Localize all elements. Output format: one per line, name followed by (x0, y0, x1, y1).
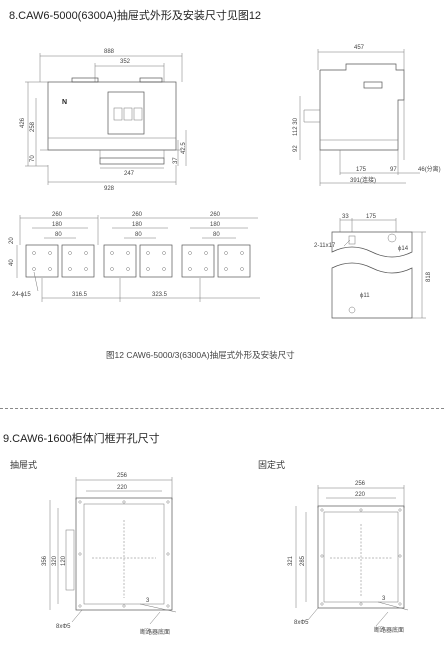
dim-175-mount: 175 (366, 214, 377, 220)
section9-title: 9.CAW6-1600柜体门框开孔尺寸 (3, 433, 160, 445)
dim-316-5: 316.5 (72, 292, 88, 298)
left-dim-220: 220 (117, 485, 128, 491)
dim-97: 97 (390, 167, 397, 173)
left-dim-120: 120 (61, 555, 67, 566)
dim-46: 46(分离) (418, 165, 441, 173)
left-dim-256: 256 (117, 473, 128, 479)
dim-260-c: 260 (210, 212, 221, 218)
left-note: 断路器底面 (140, 628, 170, 636)
right-note: 断路器底面 (374, 626, 404, 634)
side-view (299, 49, 420, 186)
right-dim-285: 285 (300, 555, 306, 566)
figure-caption: 图12 CAW6-5000/3(6300A)抽屉式外形及安装尺寸 (106, 350, 295, 360)
dim-928: 928 (104, 186, 115, 192)
dim-323-5: 323.5 (152, 292, 168, 298)
front-view (25, 53, 187, 185)
dim-80-a: 80 (55, 232, 62, 238)
dim-258: 258 (30, 121, 36, 132)
holes-24: 24-ϕ15 (12, 292, 31, 298)
dim-40: 40 (9, 259, 15, 266)
label-drawout: 抽屉式 (10, 460, 38, 470)
right-dim-256: 256 (355, 481, 366, 487)
right-holes: 8xΦ5 (294, 620, 309, 626)
dim-80-b: 80 (135, 232, 142, 238)
label-n: N (62, 99, 67, 106)
dim-20: 20 (9, 237, 15, 244)
dim-80-c: 80 (213, 232, 220, 238)
dim-391: 391(连接) (350, 176, 376, 184)
right-dim-321: 321 (288, 555, 294, 566)
right-dim-220: 220 (355, 492, 366, 498)
section-divider (0, 408, 444, 409)
cutout-fixed (295, 485, 409, 627)
dim-175-side: 175 (356, 167, 367, 173)
dim-260-a: 260 (52, 212, 63, 218)
left-dim-356: 356 (42, 555, 48, 566)
label-fixed: 固定式 (258, 460, 286, 470)
mounting-bracket (331, 218, 426, 319)
dim-888: 888 (104, 49, 115, 55)
dim-phi14: ϕ14 (398, 246, 409, 252)
dim-180-a: 180 (52, 222, 63, 228)
left-dim-3: 3 (146, 598, 150, 604)
dim-426: 426 (20, 117, 26, 128)
dim-247: 247 (124, 171, 135, 177)
dim-phi11: ϕ11 (360, 293, 370, 299)
dim-180-b: 180 (132, 222, 143, 228)
dim-112-30: 112 30 (293, 117, 299, 136)
dim-42-5: 42.5 (181, 142, 187, 154)
dim-37: 37 (173, 157, 179, 164)
dim-180-c: 180 (210, 222, 221, 228)
dim-33: 33 (342, 214, 349, 220)
busbar-plates (16, 215, 260, 302)
dim-92: 92 (293, 145, 299, 152)
dim-352: 352 (120, 59, 131, 65)
dim-260-b: 260 (132, 212, 143, 218)
dim-818: 818 (426, 271, 432, 282)
cutout-drawout (49, 477, 177, 625)
dim-70: 70 (30, 155, 36, 162)
dim-457: 457 (354, 45, 365, 51)
left-holes: 8xΦ5 (56, 624, 71, 630)
left-dim-320: 320 (52, 555, 58, 566)
section8-title: 8.CAW6-5000(6300A)抽屉式外形及安装尺寸见图12 (9, 10, 262, 22)
right-dim-3: 3 (382, 596, 386, 602)
dim-2-11x17: 2-11x17 (314, 243, 336, 249)
